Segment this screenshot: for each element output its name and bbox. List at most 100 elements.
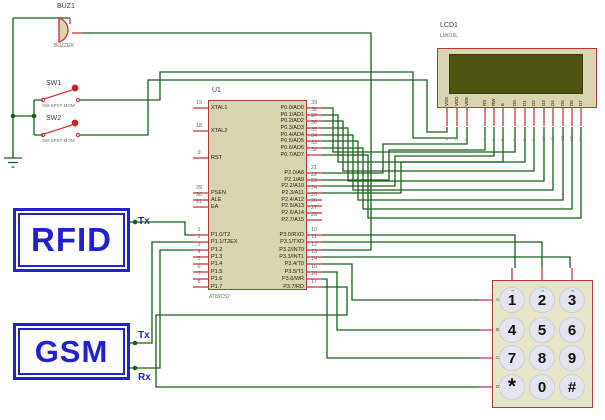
mcu-pin-number: 14	[310, 256, 318, 262]
keypad-key-0[interactable]: 0	[529, 374, 555, 400]
lcd-pin-name: D5	[560, 100, 565, 106]
mcu-pin-number: 35	[310, 127, 318, 133]
mcu-pin-number: 15	[310, 264, 318, 270]
mcu-pin-number: 10	[310, 227, 318, 233]
mcu-pin-number: 29	[195, 185, 203, 191]
mcu-pin-number: 4	[197, 249, 201, 255]
gsm-inner-border: GSM	[18, 328, 125, 375]
mcu-pin-name: P0.4/AD4	[280, 132, 304, 138]
lcd-pin-number: 9	[531, 138, 536, 141]
lcd-pin-number: 13	[569, 136, 574, 141]
mcu-pin-name: ALE	[211, 197, 222, 203]
wire-lcd-rs	[322, 127, 486, 181]
mcu-pin-number: 23	[310, 178, 318, 184]
mcu-pin-number: 17	[310, 279, 318, 285]
mcu-pin-number: 39	[310, 100, 318, 106]
switch1-symbol[interactable]	[40, 84, 81, 103]
keypad-key-8[interactable]: 8	[529, 345, 555, 371]
mcu-pin-name: P0.7/AD7	[280, 152, 304, 158]
lcd-pin-number: 14	[578, 136, 583, 141]
mcu-pin-name: RST	[211, 155, 222, 161]
mcu-pin-number: 21	[310, 165, 318, 171]
mcu-pin-name: P1.7	[211, 284, 223, 290]
switch2-ref: SW2	[46, 115, 62, 122]
lcd-screen	[449, 54, 583, 94]
keypad-key-#[interactable]: #	[559, 374, 585, 400]
mcu-pin-number: 1	[197, 227, 201, 233]
lcd-pin-name: D3	[541, 100, 546, 106]
keypad-key-*[interactable]: *	[499, 374, 525, 400]
mcu-pin-name: P1.2	[211, 247, 223, 253]
mcu-pin-name: P3.0/RXD	[279, 232, 304, 238]
mcu-pin-number: 27	[310, 205, 318, 211]
buzzer-stubs	[69, 18, 82, 34]
mcu-pin-name: P0.1/AD1	[280, 112, 304, 118]
mcu-pin-number: 31	[195, 199, 203, 205]
keypad-key-2[interactable]: 2	[529, 287, 555, 313]
keypad-key-3[interactable]: 3	[559, 287, 585, 313]
mcu-pin-number: 5	[197, 256, 201, 262]
mcu-pin-number: 32	[310, 147, 318, 153]
mcu-pin-name: P1.6	[211, 276, 223, 282]
wire-p0-data-bus	[322, 107, 582, 219]
mcu-part: AT89C52	[209, 294, 230, 300]
keypad-key-6[interactable]: 6	[559, 317, 585, 343]
lcd-pin-name: RS	[482, 99, 487, 106]
lcd-pin-number: 3	[464, 138, 469, 141]
mcu-pin-name: P0.0/AD0	[280, 105, 304, 111]
switch1-actuator	[71, 84, 79, 92]
keypad-key-7[interactable]: 7	[499, 345, 525, 371]
keypad-key-1[interactable]: 1	[499, 287, 525, 313]
mcu-pin-number: 3	[197, 242, 201, 248]
wire-keypad-columns	[322, 234, 571, 268]
rfid-module: RFID	[13, 208, 130, 272]
switch2-actuator	[71, 119, 79, 127]
gsm-label: GSM	[34, 333, 109, 369]
rfid-inner-border: RFID	[18, 213, 125, 267]
lcd-pin-name: VDD	[454, 96, 459, 106]
mcu-pin-number: 2	[197, 234, 201, 240]
buzzer-part: BUZZER	[54, 43, 74, 49]
lcd-pin-number: 1	[444, 138, 449, 141]
mcu-pin-name: P3.2/INT0	[279, 247, 304, 253]
mcu-pin-name: EA	[211, 204, 219, 210]
lcd-pin-number: 5	[491, 138, 496, 141]
lcd-pin-name: D1	[522, 100, 527, 106]
mcu-pin-number: 24	[310, 185, 318, 191]
mcu-pin-number: 6	[197, 264, 201, 270]
keypad-key-5[interactable]: 5	[529, 317, 555, 343]
rfid-tx-label: Tx	[138, 216, 150, 227]
wire-gsm-rx	[130, 249, 193, 369]
keypad-col-label: 1	[510, 289, 515, 292]
mcu-pin-name: P2.2/A10	[281, 183, 304, 189]
mcu-pin-number: 13	[310, 249, 318, 255]
mcu-pin-number: 16	[310, 271, 318, 277]
keypad-key-4[interactable]: 4	[499, 317, 525, 343]
keypad-key-9[interactable]: 9	[559, 345, 585, 371]
lcd-pin-number: 10	[541, 136, 546, 141]
mcu-pin-name: P2.7/A15	[281, 217, 304, 223]
lcd-pin-name: D2	[531, 100, 536, 106]
lcd-pin-name: VSS	[444, 96, 449, 106]
mcu-pin-name: P3.5/T1	[284, 269, 304, 275]
mcu-pin-name: P1.5	[211, 269, 223, 275]
mcu-pin-number: 18	[195, 123, 203, 129]
lcd-pin-number: 11	[550, 136, 555, 141]
gsm-tx-label: Tx	[138, 330, 150, 341]
mcu-pin-number: 22	[310, 172, 318, 178]
lcd-pin-number: 8	[522, 138, 527, 141]
mcu-pin-name: XTAL2	[211, 128, 228, 134]
keypad-row-label: B	[496, 327, 500, 332]
switch1-ref: SW1	[46, 80, 62, 87]
mcu-pin-number: 26	[310, 198, 318, 204]
buzzer-ref: BUZ1	[57, 3, 75, 10]
keypad-col-label: 2	[540, 289, 545, 292]
mcu-pin-number: 7	[197, 271, 201, 277]
wire-switch-branch	[13, 99, 43, 136]
mcu-pin-number: 25	[310, 192, 318, 198]
lcd-pin-name: D0	[512, 100, 517, 106]
mcu-pin-name: P2.3/A11	[281, 190, 304, 196]
lcd-pin-number: 2	[454, 138, 459, 141]
switch2-symbol[interactable]	[40, 119, 81, 138]
